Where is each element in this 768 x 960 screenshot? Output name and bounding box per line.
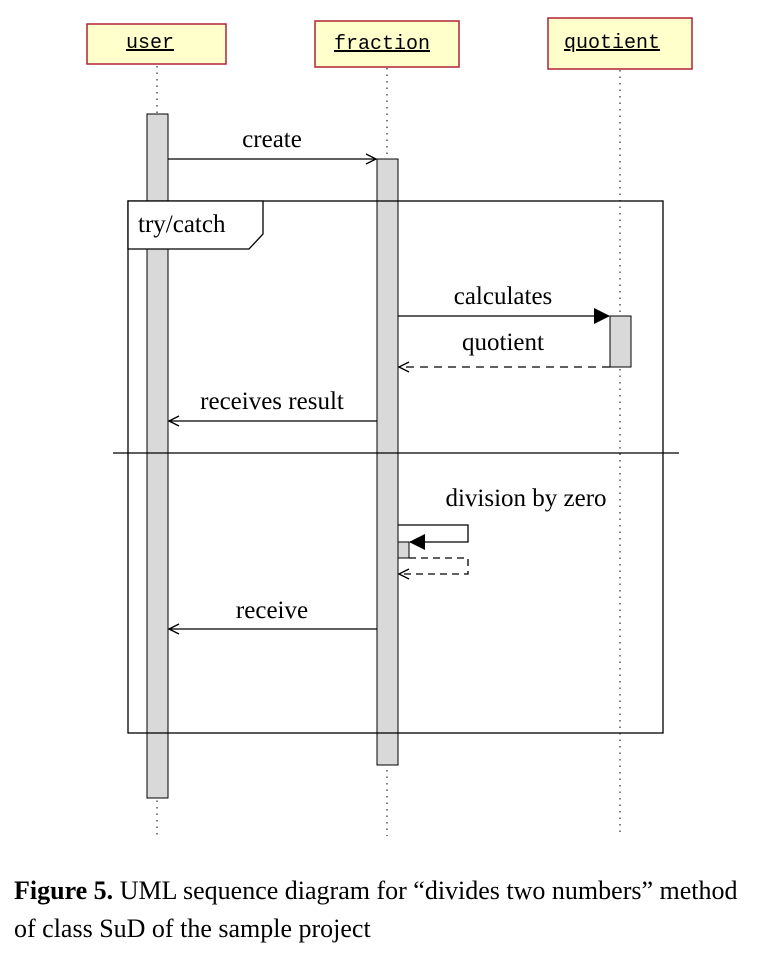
message-receives-result: receives result — [169, 388, 377, 421]
figure-caption-label: Figure 5. — [14, 876, 114, 905]
message-self-return — [399, 557, 469, 574]
message-division-by-zero: division by zero — [398, 485, 607, 550]
message-calculates-label: calculates — [454, 283, 553, 310]
activation-quotient — [609, 315, 632, 368]
figure-caption-text: UML sequence diagram for “divides two nu… — [14, 876, 738, 943]
message-quotient-return-label: quotient — [462, 329, 544, 356]
participant-quotient: quotient — [547, 17, 693, 70]
message-receive: receive — [169, 597, 377, 629]
participant-user-label: user — [126, 32, 174, 55]
message-receive-label: receive — [236, 597, 308, 624]
participant-fraction: fraction — [314, 20, 460, 68]
fragment-label: try/catch — [138, 211, 226, 238]
message-create-label: create — [242, 126, 302, 153]
message-division-by-zero-label: division by zero — [445, 485, 606, 512]
fragment-try-catch: try/catch — [113, 200, 679, 734]
figure-caption: Figure 5. UML sequence diagram for “divi… — [14, 872, 759, 948]
sequence-diagram: user fraction quotient try/catch create … — [86, 17, 693, 836]
activation-fraction — [376, 158, 399, 766]
message-calculates: calculates — [398, 283, 610, 324]
fragment-label-box — [127, 200, 264, 250]
participant-fraction-label: fraction — [334, 33, 430, 56]
activation-fraction-self — [397, 541, 410, 559]
message-quotient-return: quotient — [399, 329, 610, 367]
fragment-frame — [127, 200, 664, 734]
participant-user: user — [86, 23, 227, 65]
message-receives-result-label: receives result — [200, 388, 344, 415]
activation-user — [146, 113, 169, 799]
message-create: create — [168, 126, 376, 159]
participant-quotient-label: quotient — [564, 32, 660, 55]
